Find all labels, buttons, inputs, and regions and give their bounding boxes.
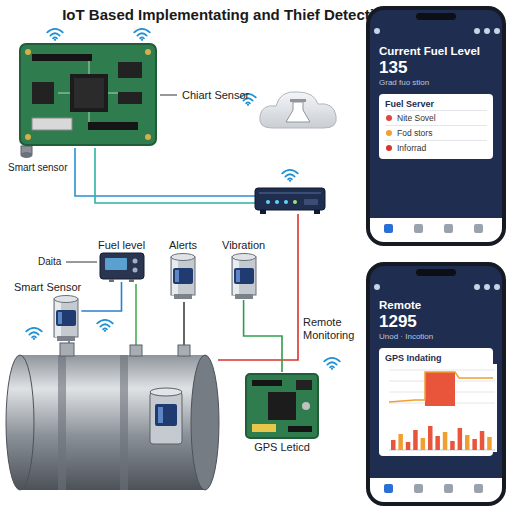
node-text: Fod stors xyxy=(385,125,487,140)
node-cyl: Alerts xyxy=(168,238,198,300)
gps-chart xyxy=(385,364,497,452)
smart-sensor-knob xyxy=(21,146,33,158)
sensor-cylinder xyxy=(229,252,259,300)
tab-icon xyxy=(384,484,393,493)
tab-icon xyxy=(474,224,483,233)
node-text: Inforrad xyxy=(385,140,487,155)
tab-icon xyxy=(414,484,423,493)
gps-board xyxy=(244,372,320,440)
phone-notch xyxy=(416,269,456,276)
node-text: 135 xyxy=(379,58,493,78)
status-icon xyxy=(374,28,380,34)
node-module: Fuel level xyxy=(98,238,145,282)
node-text: Grad fuo stion xyxy=(379,78,493,88)
tab-bar xyxy=(370,218,502,242)
fuel-tank xyxy=(6,343,219,490)
status-icon xyxy=(484,284,490,290)
label-slot: Remote Monitoring xyxy=(303,316,361,342)
node-text: Nite Sovel xyxy=(385,110,487,125)
node-board: Chiart Sensor xyxy=(18,42,249,147)
sensor-cylinder xyxy=(168,252,198,300)
status-icon xyxy=(484,28,490,34)
node-text: GPS Indating xyxy=(385,352,487,364)
part-label: Smart sensor xyxy=(8,162,67,174)
tab-icon xyxy=(444,484,453,493)
node-text: Chiart Sensor xyxy=(182,88,249,102)
board-wires xyxy=(75,148,255,203)
status-icon xyxy=(494,284,500,290)
status-icon xyxy=(494,28,500,34)
node-gps: GPS Leticd xyxy=(244,372,320,454)
sensor-wires xyxy=(69,284,184,356)
tab-icon xyxy=(414,224,423,233)
monitoring-line xyxy=(218,214,298,360)
node-phone: Current Fuel Level135Grad fuo stionFuel … xyxy=(366,6,506,246)
node-cyl: Vibration xyxy=(222,238,265,300)
status-icon xyxy=(474,284,480,290)
label-slot: Smart sensor xyxy=(8,162,67,174)
status-icon xyxy=(474,28,480,34)
wire-connector xyxy=(81,282,121,311)
node-text: Vibration xyxy=(222,238,265,252)
tab-icon xyxy=(474,484,483,493)
node-text: Remote xyxy=(379,298,493,312)
circuit-board xyxy=(18,42,158,147)
node-text: Fuel level xyxy=(98,238,145,252)
router xyxy=(255,188,325,214)
tab-bar xyxy=(370,478,502,502)
status-icon xyxy=(374,284,380,290)
wifi-icons xyxy=(26,29,340,370)
node-text: GPS Leticd xyxy=(254,440,310,454)
tab-icon xyxy=(444,224,453,233)
cloud-icon xyxy=(260,92,337,128)
node-text: Alerts xyxy=(169,238,197,252)
part-label: Remote Monitoring xyxy=(303,316,361,342)
node-text: Current Fuel Level xyxy=(379,44,493,58)
node-cylR: Smart Sensor xyxy=(14,280,81,342)
phone-notch xyxy=(416,13,456,20)
node-chart: GPS Indating xyxy=(379,348,493,456)
node-text: Fuel Server xyxy=(385,98,487,110)
part-label: Daita xyxy=(38,256,61,268)
node-text: 1295 xyxy=(379,312,493,332)
tab-icon xyxy=(384,224,393,233)
sensor-cylinder xyxy=(51,294,81,342)
label-slot: Daita xyxy=(38,256,61,268)
node-text: Unod · Incotion xyxy=(379,332,493,342)
node-phone: Remote1295Unod · IncotionGPS Indating xyxy=(366,262,506,506)
node-text: Smart Sensor xyxy=(14,280,81,294)
fuel-level-module xyxy=(99,252,145,282)
wire-connector xyxy=(244,300,282,372)
node-list: Fuel ServerNite SovelFod storsInforrad xyxy=(379,94,493,159)
